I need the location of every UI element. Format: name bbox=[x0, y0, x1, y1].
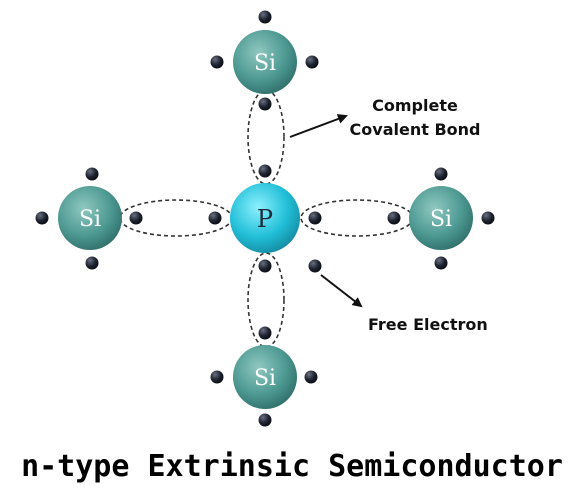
atom-si-bottom: Si bbox=[233, 345, 297, 409]
electron bbox=[129, 211, 143, 225]
atom-p-label: P bbox=[257, 205, 273, 233]
bond-bottom bbox=[247, 252, 285, 348]
electron bbox=[387, 211, 401, 225]
annotation-arrows bbox=[289, 114, 363, 308]
electron bbox=[434, 167, 448, 181]
atom-si-top-label: Si bbox=[254, 51, 276, 76]
electron bbox=[258, 259, 272, 273]
bond-annotation-line1: Complete bbox=[372, 96, 458, 115]
electron bbox=[308, 211, 322, 225]
electron bbox=[481, 211, 495, 225]
bond-top bbox=[247, 89, 285, 185]
electron bbox=[210, 55, 224, 69]
atom-si-bottom-label: Si bbox=[254, 366, 276, 391]
atom-p-center: P bbox=[230, 183, 300, 253]
electron bbox=[35, 211, 49, 225]
atom-si-right-label: Si bbox=[430, 207, 452, 232]
electron bbox=[304, 370, 318, 384]
electron bbox=[85, 256, 99, 270]
electron bbox=[434, 256, 448, 270]
electron bbox=[258, 97, 272, 111]
free-electron bbox=[308, 259, 322, 273]
bond-annotation-line2: Covalent Bond bbox=[350, 120, 481, 139]
electron bbox=[210, 370, 224, 384]
electron bbox=[258, 164, 272, 178]
electron bbox=[85, 167, 99, 181]
electrons bbox=[35, 10, 495, 427]
bond-arrow bbox=[289, 114, 348, 138]
atom-si-left-label: Si bbox=[79, 207, 101, 232]
electron bbox=[258, 10, 272, 24]
diagram-caption: n-type Extrinsic Semiconductor bbox=[21, 449, 563, 484]
atom-si-right: Si bbox=[409, 186, 473, 250]
electron bbox=[258, 326, 272, 340]
electron bbox=[208, 211, 222, 225]
electron bbox=[305, 55, 319, 69]
free-electron-arrow bbox=[320, 274, 363, 308]
atom-si-top: Si bbox=[233, 30, 297, 94]
atom-si-left: Si bbox=[58, 186, 122, 250]
free-electron-annotation: Free Electron bbox=[368, 315, 488, 334]
electron bbox=[258, 413, 272, 427]
